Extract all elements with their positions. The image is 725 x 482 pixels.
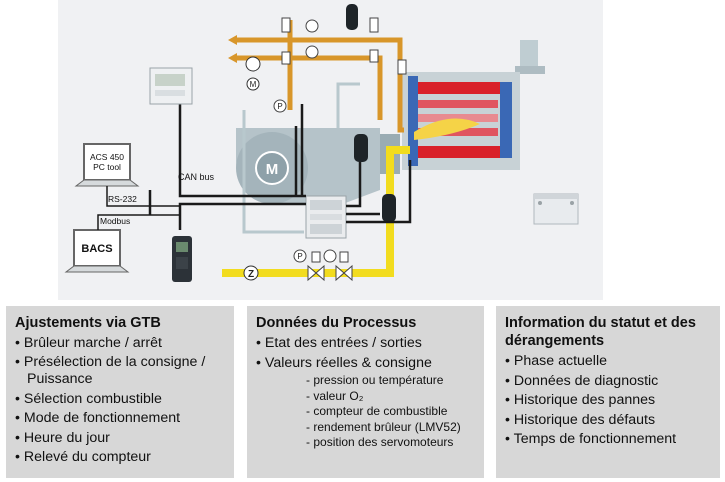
gas-pressure-switch-2 — [323, 249, 337, 263]
list-item: Etat des entrées / sorties — [256, 334, 476, 354]
sub-item: compteur de combustible — [256, 404, 476, 420]
gas-pressure-switch — [293, 249, 307, 263]
canbus-label: CAN bus — [178, 172, 215, 182]
air-pressure-symbol: P — [277, 102, 282, 111]
list-item: Phase actuelle — [505, 352, 712, 372]
sub-item: rendement brûleur (LMV52) — [256, 420, 476, 436]
list-item: Heure du jour — [15, 429, 226, 449]
gas-valves — [307, 251, 353, 282]
oil-pump — [245, 56, 261, 72]
handheld-device — [172, 236, 192, 282]
sub-item: position des servomoteurs — [256, 435, 476, 451]
panel-title: Données du Processus — [256, 315, 417, 331]
rs232-line — [106, 186, 180, 207]
wiring — [148, 104, 412, 230]
list-item: Données de diagnostic — [505, 372, 712, 392]
sub-item: valeur O₂ — [256, 389, 476, 405]
list-item: Mode de fonctionnement — [15, 409, 226, 429]
flame — [414, 118, 480, 140]
air-sensing-lines — [242, 82, 360, 234]
gas-meter-symbol: Z — [248, 269, 254, 280]
pump-motor-symbol: M — [250, 80, 257, 89]
oil-arrow-in — [228, 53, 237, 63]
oil-pressure-switch-2 — [305, 45, 319, 59]
laptop-acs450: ACS 450 PC tool — [74, 143, 140, 187]
rs232-label: RS-232 — [108, 194, 137, 204]
list-item: Historique des défauts — [505, 411, 712, 431]
motor-symbol: M — [266, 161, 279, 178]
acs-label-line1: ACS 450 — [90, 152, 124, 162]
servomotors — [346, 4, 396, 222]
list-item: Temps de fonctionnement — [505, 430, 712, 450]
gas-meter — [243, 265, 259, 281]
display-unit — [149, 67, 193, 105]
burner-system-diagram: M Z P — [58, 0, 603, 300]
pump-motor — [246, 77, 260, 91]
laptop-bacs: BACS — [64, 229, 130, 273]
acs-label-line2: PC tool — [93, 162, 121, 172]
list-item: Présélection de la consigne / Puissance — [15, 354, 226, 388]
panel-status-faults: Information du statut et des dérangement… — [496, 306, 720, 478]
list-item: Valeurs réelles & consigne — [256, 354, 476, 374]
panel-title: Information du statut et des dérangement… — [505, 315, 696, 349]
panel-title: Ajustements via GTB — [15, 315, 161, 331]
oil-arrow-out — [228, 35, 237, 45]
panel-gtb-adjustments: Ajustements via GTB Brûleur marche / arr… — [6, 306, 234, 478]
oil-pressure-switch-1 — [305, 19, 319, 33]
boiler — [402, 40, 545, 170]
modbus-line — [97, 214, 180, 230]
list-item: Brûleur marche / arrêt — [15, 334, 226, 354]
gas-pressure-symbol: P — [297, 252, 302, 261]
air-pressure-switch — [273, 99, 287, 113]
control-box — [533, 193, 579, 225]
oil-valves — [281, 17, 407, 75]
list-item: Sélection combustible — [15, 390, 226, 410]
panel-process-data: Données du Processus Etat des entrées / … — [247, 306, 484, 478]
modbus-label: Modbus — [100, 216, 130, 226]
sub-item: pression ou température — [256, 373, 476, 389]
list-item: Historique des pannes — [505, 391, 712, 411]
burner-controller — [305, 195, 347, 239]
bacs-label: BACS — [81, 243, 112, 255]
list-item: Relevé du compteur — [15, 448, 226, 468]
